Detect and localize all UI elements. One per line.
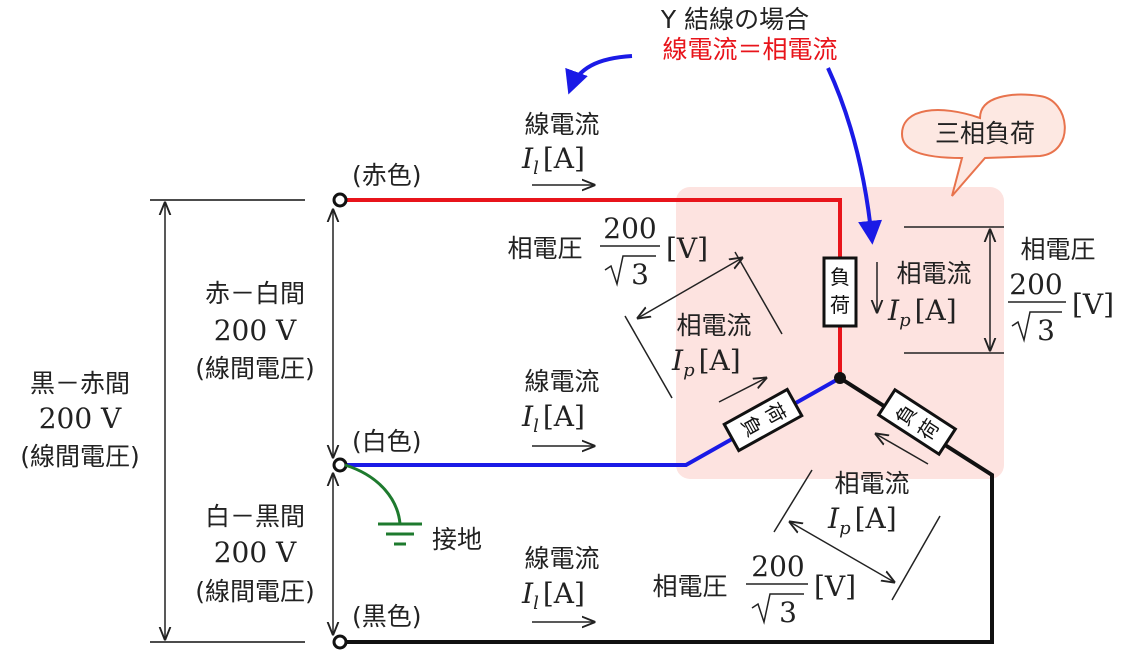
line-current-white: 線電流 Il[A] [521,367,600,446]
phase-current-black: 相電流 Ip[A] [827,434,929,539]
svg-text:黒－赤間: 黒－赤間 [30,369,130,398]
svg-text:相電流: 相電流 [676,311,751,340]
svg-text:Il[A]: Il[A] [521,142,585,179]
phase-voltage-black: 相電圧 200 3 [V] [652,469,941,629]
phase-voltage-red: 相電圧 200 3 [V] [904,226,1114,354]
white-black-voltage: 白－黒間 200 V (線間電圧) [195,502,315,606]
svg-text:赤－白間: 赤－白間 [205,279,305,308]
svg-text:200: 200 [751,550,804,583]
callout-arrow-left [565,54,633,95]
svg-text:[V]: [V] [1072,288,1114,321]
svg-text:Ip[A]: Ip[A] [887,294,957,331]
ground-label: 接地 [432,525,482,554]
svg-text:200 V: 200 V [214,536,297,569]
black-wire-color-label: (黒色) [352,602,422,631]
phase-voltage-blue: 相電圧 200 3 [V] [507,212,783,399]
svg-text:相電圧: 相電圧 [507,234,582,263]
svg-text:相電圧: 相電圧 [652,572,727,601]
white-wire-color-label: (白色) [352,427,422,456]
load-blue: 負 荷 [722,387,804,453]
title: Y 結線の場合 [660,5,809,34]
red-white-voltage: 赤－白間 200 V (線間電圧) [195,279,315,383]
load-bubble-label: 三相負荷 [935,119,1035,148]
svg-text:白－黒間: 白－黒間 [205,502,305,531]
svg-text:Il[A]: Il[A] [521,577,585,614]
svg-text:Ip[A]: Ip[A] [827,502,897,539]
load-black: 負 荷 [876,387,958,457]
svg-text:線電流: 線電流 [524,110,599,139]
svg-text:Ip[A]: Ip[A] [671,344,741,381]
svg-text:荷: 荷 [830,293,850,317]
svg-text:200: 200 [1009,268,1062,301]
svg-text:3: 3 [1037,314,1055,347]
svg-text:200 V: 200 V [214,314,297,347]
svg-text:線電流: 線電流 [524,367,599,396]
red-terminal [332,192,348,208]
black-terminal [332,634,348,650]
black-red-voltage: 黒－赤間 200 V (線間電圧) [20,369,140,471]
svg-text:(線間電圧): (線間電圧) [195,354,315,383]
svg-text:負: 負 [830,265,850,289]
svg-text:200: 200 [603,212,656,245]
load-red: 負 荷 [822,256,858,328]
svg-text:相電流: 相電流 [896,259,971,288]
callout-arrow-right [826,67,883,245]
svg-text:3: 3 [779,596,797,629]
svg-text:相電流: 相電流 [834,469,909,498]
svg-text:(線間電圧): (線間電圧) [195,577,315,606]
svg-text:[V]: [V] [666,232,708,265]
svg-text:(線間電圧): (線間電圧) [20,442,140,471]
subtitle: 線電流＝相電流 [662,35,837,64]
ground-wire [344,463,402,525]
neutral-node [834,372,846,384]
load-bubble [900,93,1066,197]
svg-text:3: 3 [631,258,649,291]
svg-text:線電流: 線電流 [524,544,599,573]
red-wire-color-label: (赤色) [352,161,422,190]
phase-current-red: 相電流 Ip[A] [877,259,972,331]
line-current-red: 線電流 Il[A] [521,110,600,185]
svg-text:200 V: 200 V [39,402,122,435]
svg-text:[V]: [V] [814,570,856,603]
svg-text:Il[A]: Il[A] [521,400,585,437]
line-current-black: 線電流 Il[A] [521,544,600,622]
white-terminal [332,457,348,473]
svg-text:相電圧: 相電圧 [1020,235,1095,264]
